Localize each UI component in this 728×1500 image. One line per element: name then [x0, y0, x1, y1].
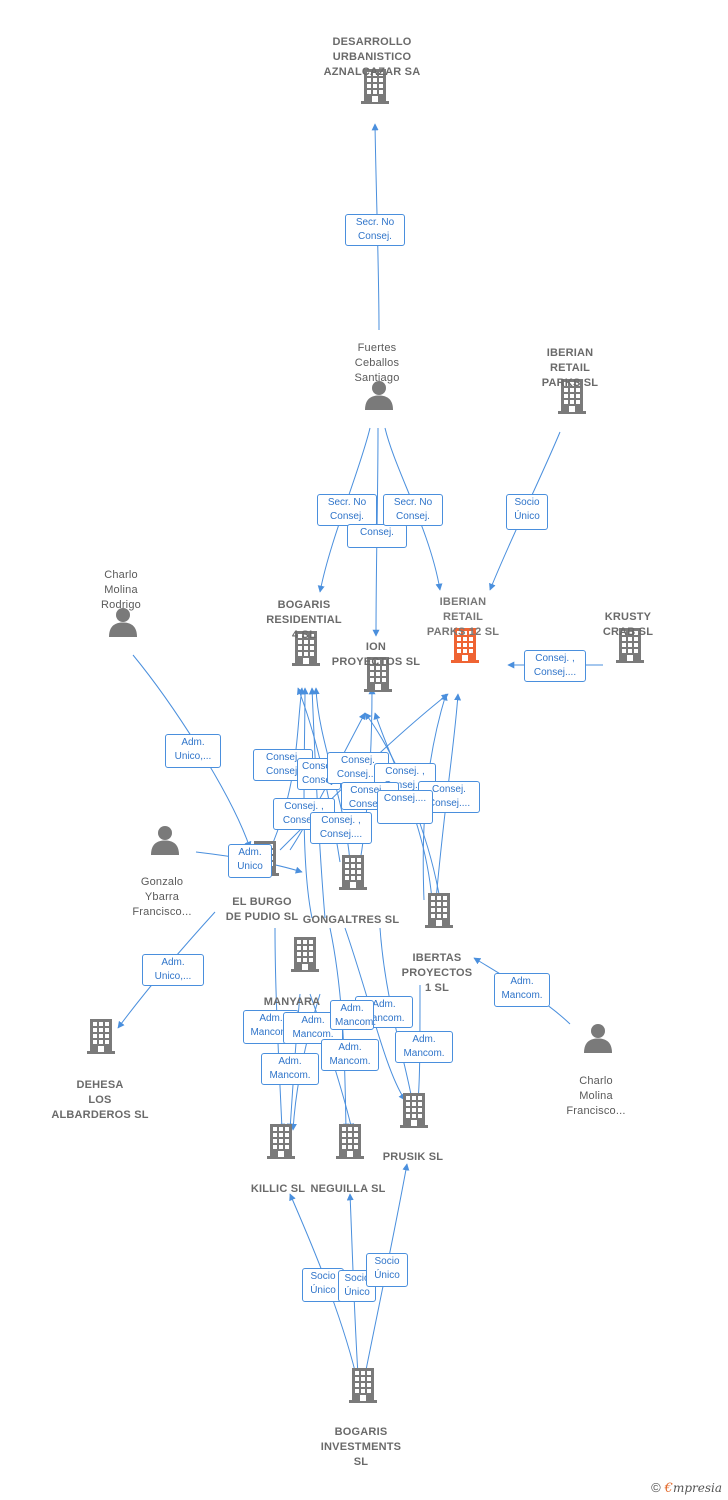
building-icon-bogaris_res[interactable] — [292, 630, 320, 671]
brand-name: mpresia — [672, 1481, 722, 1495]
node-label-bogaris_res[interactable]: BOGARIS RESIDENTIAL 4 SL — [266, 599, 342, 641]
brand-initial: € — [664, 1481, 673, 1496]
building-icon-gongaltres[interactable] — [339, 854, 367, 895]
building-icon-killic[interactable] — [267, 1123, 295, 1164]
node-label-iberian_parks[interactable]: IBERIAN RETAIL PARKS SL — [541, 347, 599, 389]
node-label-krusty[interactable]: KRUSTY CRAB SL — [602, 611, 654, 638]
edge-15 — [435, 693, 462, 901]
person-icon-charlo_rodrigo[interactable] — [108, 607, 138, 642]
node-label-bogaris_inv[interactable]: BOGARIS INVESTMENTS SL — [320, 1426, 402, 1468]
edge-label[interactable]: Adm. Unico,... — [142, 954, 204, 986]
edge-label[interactable]: Adm. Unico,... — [165, 734, 221, 768]
edge-label[interactable]: Adm. Mancom. — [261, 1053, 319, 1085]
edge-label[interactable]: Consej. , Consej.... — [310, 812, 372, 844]
person-icon-gonzalo[interactable] — [150, 825, 180, 860]
building-icon-krusty[interactable] — [616, 627, 644, 668]
edge-25 — [344, 927, 406, 1101]
node-label-dehesa[interactable]: DEHESA LOS ALBARDEROS SL — [51, 1079, 149, 1121]
node-label-fuertes[interactable]: Fuertes Ceballos Santiago — [354, 342, 400, 384]
node-label-ion[interactable]: ION PROYECTOS SL — [331, 641, 421, 668]
node-label-prusik[interactable]: PRUSIK SL — [382, 1151, 444, 1163]
building-icon-iberian12[interactable] — [451, 627, 479, 668]
edge-label[interactable]: Adm. Mancom. — [330, 1000, 376, 1030]
edge-label[interactable]: Consej. , Consej.... — [524, 650, 586, 682]
edge-label[interactable]: Adm. Mancom. — [395, 1031, 453, 1063]
building-icon-ibertas[interactable] — [425, 892, 453, 933]
node-label-charlo_rodrigo[interactable]: Charlo Molina Rodrigo — [101, 569, 141, 611]
edge-label[interactable]: Socio Único — [366, 1253, 408, 1287]
node-label-neguilla[interactable]: NEGUILLA SL — [310, 1183, 386, 1195]
building-icon-prusik[interactable] — [400, 1092, 428, 1133]
node-label-manyara[interactable]: MANYARA — [263, 996, 321, 1008]
building-icon-dehesa[interactable] — [87, 1018, 115, 1059]
edge-label[interactable]: Adm. Mancom. — [321, 1039, 379, 1071]
building-icon-desarrollo[interactable] — [361, 68, 389, 109]
node-label-killic[interactable]: KILLIC SL — [250, 1183, 306, 1195]
edge-label[interactable]: Socio Único — [506, 494, 548, 530]
edge-24 — [329, 927, 350, 1131]
building-icon-neguilla[interactable] — [336, 1123, 364, 1164]
edge-label[interactable]: Consej.... — [377, 790, 433, 824]
edge-label[interactable]: Secr. No Consej. — [317, 494, 377, 526]
edge-label[interactable]: Secr. No Consej. — [383, 494, 443, 526]
edge-label[interactable]: Adm. Mancom. — [494, 973, 550, 1007]
node-label-iberian12[interactable]: IBERIAN RETAIL PARKS 12 SL — [426, 596, 500, 638]
building-icon-bogaris_inv[interactable] — [349, 1367, 377, 1408]
building-icon-iberian_parks[interactable] — [558, 378, 586, 419]
building-icon-manyara[interactable] — [291, 936, 319, 977]
edge-label[interactable]: Consej. — [347, 524, 407, 548]
edge-label[interactable]: Secr. No Consej. — [345, 214, 405, 246]
node-label-gonzalo[interactable]: Gonzalo Ybarra Francisco... — [132, 876, 192, 918]
person-icon-fuertes[interactable] — [364, 380, 394, 415]
copyright-symbol: © — [651, 1480, 661, 1495]
node-label-elburgo[interactable]: EL BURGO DE PUDIO SL — [225, 896, 299, 923]
edge-label[interactable]: Adm. Unico — [228, 844, 272, 878]
node-label-desarrollo[interactable]: DESARROLLO URBANISTICO AZNALCAZAR SA — [323, 36, 421, 78]
node-label-ibertas[interactable]: IBERTAS PROYECTOS 1 SL — [401, 952, 473, 994]
person-icon-charlo_francisco[interactable] — [583, 1023, 613, 1058]
footer-brand: ©€mpresia — [651, 1480, 722, 1496]
edge-label[interactable]: Consej. Consej.... — [297, 758, 344, 790]
node-label-charlo_francisco[interactable]: Charlo Molina Francisco... — [566, 1075, 626, 1117]
building-icon-ion[interactable] — [364, 656, 392, 697]
node-label-gongaltres[interactable]: GONGALTRES SL — [302, 914, 400, 926]
